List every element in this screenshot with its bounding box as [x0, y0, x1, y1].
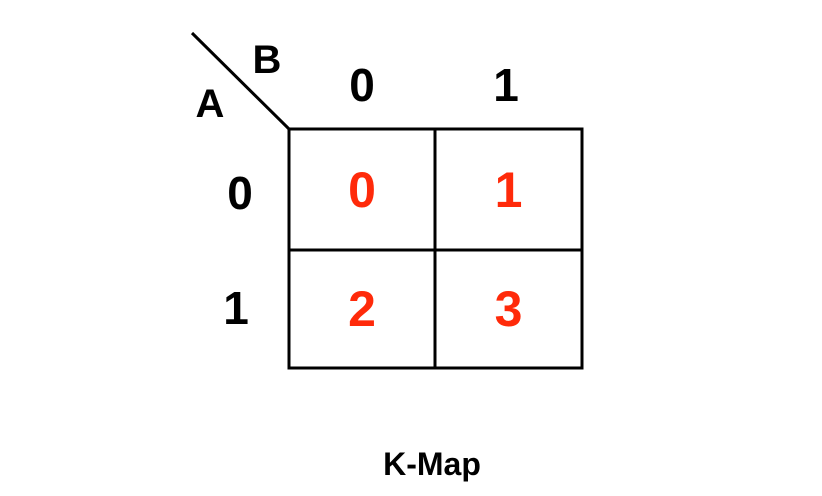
- row-variable-label: A: [195, 82, 225, 126]
- row-header-1: 1: [223, 282, 249, 334]
- col-variable-label: B: [252, 38, 282, 82]
- col-header-1: 1: [493, 59, 519, 111]
- kmap-cell-a1-b1: 3: [494, 281, 523, 337]
- col-header-0: 0: [349, 59, 375, 111]
- row-header-0: 0: [227, 167, 253, 219]
- kmap-cell-a1-b0: 2: [348, 281, 376, 337]
- kmap-cell-a0-b0: 0: [348, 161, 376, 218]
- corner-diagonal-line: [190, 31, 291, 131]
- kmap-cell-a0-b1: 1: [494, 161, 523, 218]
- kmap-caption: K-Map: [383, 446, 481, 482]
